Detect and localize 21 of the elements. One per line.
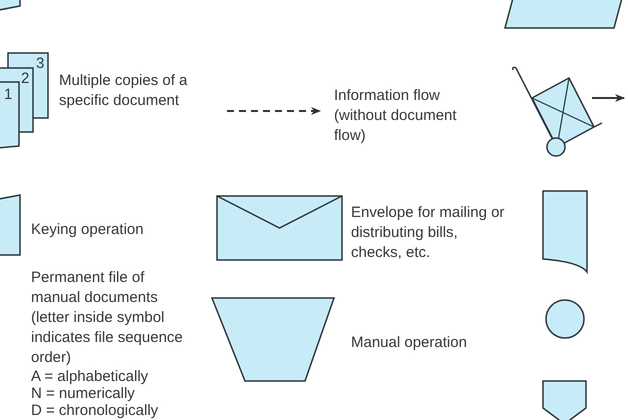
symbol-description: Information flow (without document flow)	[334, 86, 458, 146]
copy-number: 1	[4, 87, 12, 103]
symbol-description: Envelope for mailing or distributing bills, checks, etc.	[351, 203, 506, 263]
symbol-description: Permanent file of manual documents (letter inside symbol indicates file sequence order)	[31, 268, 184, 368]
multiple-documents-symbol	[0, 52, 49, 149]
trapezoid-symbol	[0, 194, 21, 256]
envelope-symbol	[216, 195, 343, 261]
symbol-description: Multiple copies of a specific document	[59, 71, 188, 111]
circle-symbol	[545, 299, 585, 339]
parallelogram-symbol	[504, 0, 623, 29]
trapezoid-symbol	[211, 297, 335, 382]
symbol-description: Manual operation	[351, 333, 468, 353]
copy-number: 3	[36, 56, 44, 72]
document-symbol	[542, 190, 588, 273]
symbol-description: A = alphabetically	[31, 368, 150, 385]
symbol-description: N = numerically	[31, 385, 136, 402]
symbol-description: Keying operation	[31, 220, 145, 240]
symbol-description: D = chronologically	[31, 402, 160, 419]
off-page-connector-symbol	[542, 380, 587, 420]
document-symbol	[0, 0, 21, 11]
copy-number: 2	[21, 71, 30, 87]
